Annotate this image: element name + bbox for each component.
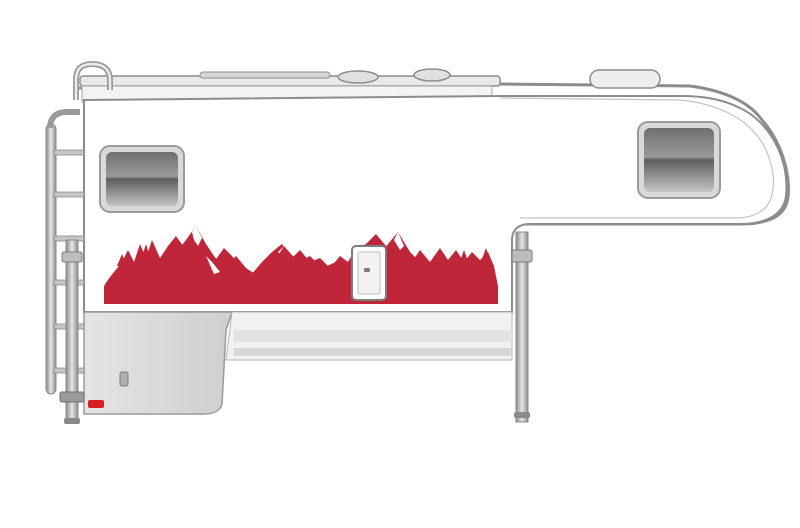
roof-vent-icon xyxy=(199,68,661,89)
mountain-forest-decal-icon xyxy=(104,226,498,304)
lower-panel xyxy=(83,311,513,415)
jack-leg-icon xyxy=(59,239,85,424)
tail-light-icon xyxy=(88,400,104,408)
jack-leg-icon xyxy=(511,231,533,423)
window-icon xyxy=(637,121,721,199)
camper-body xyxy=(83,95,788,313)
window-icon xyxy=(99,145,185,213)
entry-door-icon xyxy=(351,245,387,301)
